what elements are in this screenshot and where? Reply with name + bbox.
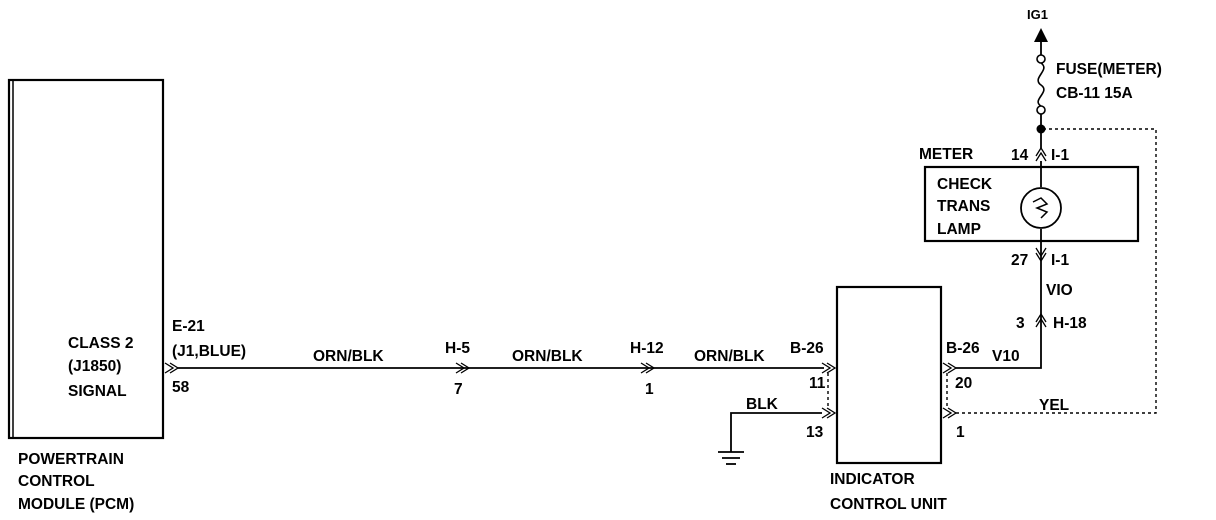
meter-bottom-connector-symbol <box>1035 247 1047 263</box>
lamp-label-line3: LAMP <box>937 221 981 238</box>
junction-h5-label: H-5 <box>445 340 470 357</box>
blk-ground-wire <box>730 412 822 452</box>
ig1-arrow-icon <box>1034 28 1048 42</box>
fuse-label-line1: FUSE(METER) <box>1056 61 1162 78</box>
icu-pin-1-symbol <box>942 407 958 419</box>
pcm-name-line3: MODULE (PCM) <box>18 496 134 513</box>
icu-right-connector-label: B-26 <box>946 340 980 357</box>
pcm-box <box>7 78 165 440</box>
meter-bottom-connector: I-1 <box>1051 252 1069 269</box>
lamp-label-line1: CHECK <box>937 176 993 193</box>
fuse-label-line2: CB-11 15A <box>1056 85 1133 102</box>
junction-h12-pin: 1 <box>645 381 654 398</box>
wire-label-orn-blk-3: ORN/BLK <box>694 348 765 365</box>
pcm-name-line1: POWERTRAIN <box>18 451 124 468</box>
junction-h18-symbol <box>1035 312 1047 328</box>
vio-wire <box>956 252 1042 369</box>
pcm-signal-line3: SIGNAL <box>68 383 127 400</box>
pcm-signal-line2: (J1850) <box>68 358 121 375</box>
wire-label-orn-blk-2: ORN/BLK <box>512 348 583 365</box>
splice-dot <box>1036 124 1046 134</box>
junction-h5-symbol <box>455 362 471 374</box>
icu-name-line2: CONTROL UNIT <box>830 496 947 513</box>
wire-label-v10: V10 <box>992 348 1020 365</box>
wire-label-blk: BLK <box>746 396 779 413</box>
yel-wire <box>956 128 1157 414</box>
pcm-connector-label: E-21 <box>172 318 205 335</box>
meter-bottom-pin: 27 <box>1011 252 1028 269</box>
junction-h12-label: H-12 <box>630 340 664 357</box>
junction-h12-symbol <box>640 362 656 374</box>
icu-pin-13-label: 13 <box>806 424 824 441</box>
icu-pin-13-symbol <box>821 407 837 419</box>
meter-top-connector: I-1 <box>1051 147 1069 164</box>
lamp-label-line2: TRANS <box>937 198 990 215</box>
icu-box <box>835 285 943 465</box>
icu-pin-20-label: 20 <box>955 375 972 392</box>
wire-label-yel: YEL <box>1039 397 1069 414</box>
ig1-label: IG1 <box>1027 7 1048 22</box>
pcm-connector-symbol <box>164 362 180 374</box>
wire-label-vio: VIO <box>1046 282 1073 299</box>
wire-label-orn-blk-1: ORN/BLK <box>313 348 384 365</box>
pcm-pin-label: 58 <box>172 379 190 396</box>
junction-h18-label: H-18 <box>1053 315 1087 332</box>
meter-top-connector-symbol <box>1035 146 1047 162</box>
pcm-name-line2: CONTROL <box>18 473 95 490</box>
pcm-connector-detail: (J1,BLUE) <box>172 343 246 360</box>
meter-title: METER <box>919 146 973 163</box>
lamp-bulb-icon <box>1020 187 1062 229</box>
icu-pin-20-symbol <box>942 362 958 374</box>
icu-pin-11-symbol <box>821 362 837 374</box>
junction-h18-pin: 3 <box>1016 315 1025 332</box>
pcm-signal-line1: CLASS 2 <box>68 335 133 352</box>
junction-h5-pin: 7 <box>454 381 463 398</box>
icu-pin-11-label: 11 <box>809 375 826 392</box>
ground-symbol <box>718 451 744 465</box>
icu-pin-1-label: 1 <box>956 424 965 441</box>
fuse-icon <box>1036 54 1046 115</box>
meter-top-pin: 14 <box>1011 147 1029 164</box>
icu-name-line1: INDICATOR <box>830 471 915 488</box>
icu-left-connector-label: B-26 <box>790 340 824 357</box>
